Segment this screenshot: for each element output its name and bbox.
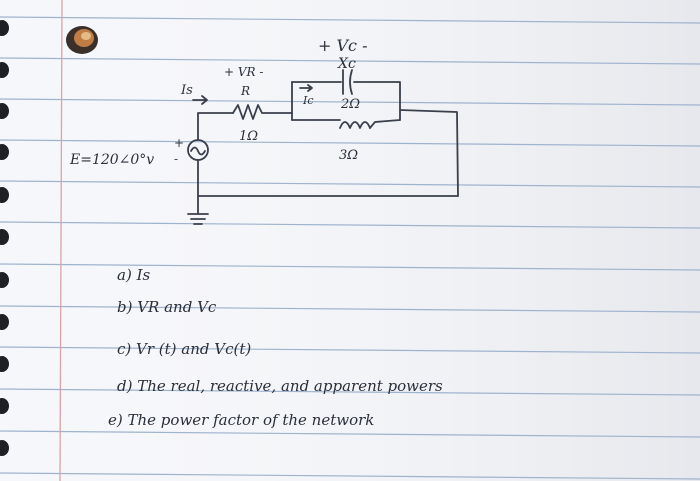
is-label: Is (180, 83, 193, 98)
circuit-diagram (187, 69, 459, 225)
spiral-holes (0, 20, 9, 456)
question-list: a) Is b) VR and Vc c) Vr (t) and Vc(t) d… (108, 266, 443, 429)
source-plus: + (174, 136, 184, 150)
rule-line (0, 388, 700, 396)
r-value: 1Ω (239, 129, 258, 144)
rule-line (0, 57, 700, 65)
rule-line (0, 16, 700, 24)
resistor-symbol (232, 104, 293, 120)
wire-ind-right (369, 119, 401, 129)
capacitor-plate-right (349, 69, 353, 95)
question-a: a) Is (117, 266, 150, 284)
r-label: R (240, 84, 250, 98)
question-c: c) Vr (t) and Vc(t) (117, 340, 251, 358)
ground-icon (187, 213, 209, 225)
source-minus: - (174, 152, 178, 166)
vc-label: + Vc - (318, 36, 368, 55)
rule-line (0, 472, 700, 480)
xc-label: Xc (337, 56, 356, 72)
source-label: E=120∠0°v (69, 152, 154, 168)
wire-source-top (197, 112, 234, 141)
question-d: d) The real, reactive, and apparent powe… (117, 377, 443, 395)
ruled-lines (0, 16, 700, 480)
rule-line (0, 139, 700, 147)
ac-wave-icon (190, 146, 206, 156)
question-e: e) The power factor of the network (108, 411, 374, 429)
inductor-symbol (339, 121, 371, 129)
rule-line (0, 98, 700, 106)
rule-line (0, 180, 700, 188)
rule-line (0, 430, 700, 438)
is-arrow-icon (192, 95, 208, 105)
rule-line (0, 221, 700, 229)
rule-line (0, 263, 700, 271)
margin-line (59, 0, 63, 481)
question-b: b) VR and Vc (117, 298, 217, 316)
vr-label: + VR - (224, 65, 263, 79)
ic-arrow-icon (299, 84, 313, 92)
rule-line (0, 346, 700, 354)
ic-label: Ic (302, 94, 314, 107)
circuit-labels: E=120∠0°v + - Is + VR - R 1Ω Ic + Vc - X… (69, 36, 368, 168)
l-value: 3Ω (339, 148, 358, 163)
rule-line (0, 305, 700, 313)
xc-value: 2Ω (340, 97, 360, 112)
wire-right (399, 109, 459, 197)
wire-cap-right (353, 81, 401, 121)
paper-hole (66, 26, 98, 54)
